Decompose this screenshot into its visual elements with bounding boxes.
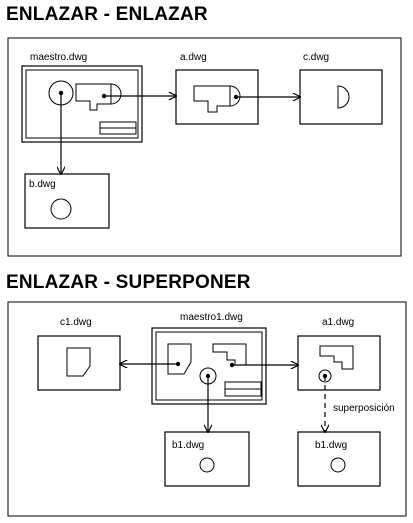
label-c: c.dwg: [303, 52, 329, 63]
label-c1: c1.dwg: [60, 317, 92, 328]
block-shape: [75, 83, 122, 111]
circle-shape: [318, 369, 332, 383]
half-circle-shape: [337, 85, 350, 109]
node-c: c.dwg: [299, 52, 383, 125]
block-shape: [319, 345, 354, 370]
label-b: b.dwg: [29, 179, 56, 190]
node-maestro: maestro.dwg: [21, 52, 143, 143]
overlay-label: superposición: [333, 403, 395, 414]
section-title-link-overlay: ENLAZAR - SUPERPONER: [6, 272, 251, 293]
node-b1-left: b1.dwg: [164, 431, 250, 487]
node-a1: a1.dwg: [297, 317, 381, 391]
node-maestro1: maestro1.dwg: [151, 312, 267, 405]
block-shape: [212, 343, 247, 366]
node-b: b.dwg: [24, 173, 110, 229]
section-title-link-link: ENLAZAR - ENLAZAR: [6, 4, 208, 25]
circle-shape: [50, 198, 72, 220]
section1-frame: [7, 37, 402, 257]
node-b1-right: b1.dwg: [297, 431, 381, 487]
node-a: a.dwg: [175, 52, 259, 125]
node-c1: c1.dwg: [37, 317, 121, 391]
label-b1-left: b1.dwg: [172, 440, 204, 451]
circle-shape: [199, 457, 215, 473]
label-maestro1: maestro1.dwg: [180, 312, 243, 323]
block-shape: [193, 85, 241, 113]
section2-frame: [7, 301, 407, 517]
polygon-shape: [66, 347, 91, 377]
label-maestro: maestro.dwg: [30, 52, 87, 63]
polygon-shape: [167, 343, 192, 375]
label-a1: a1.dwg: [322, 317, 354, 328]
label-b1-right: b1.dwg: [315, 440, 347, 451]
label-a: a.dwg: [180, 52, 207, 63]
circle-shape: [330, 457, 346, 473]
